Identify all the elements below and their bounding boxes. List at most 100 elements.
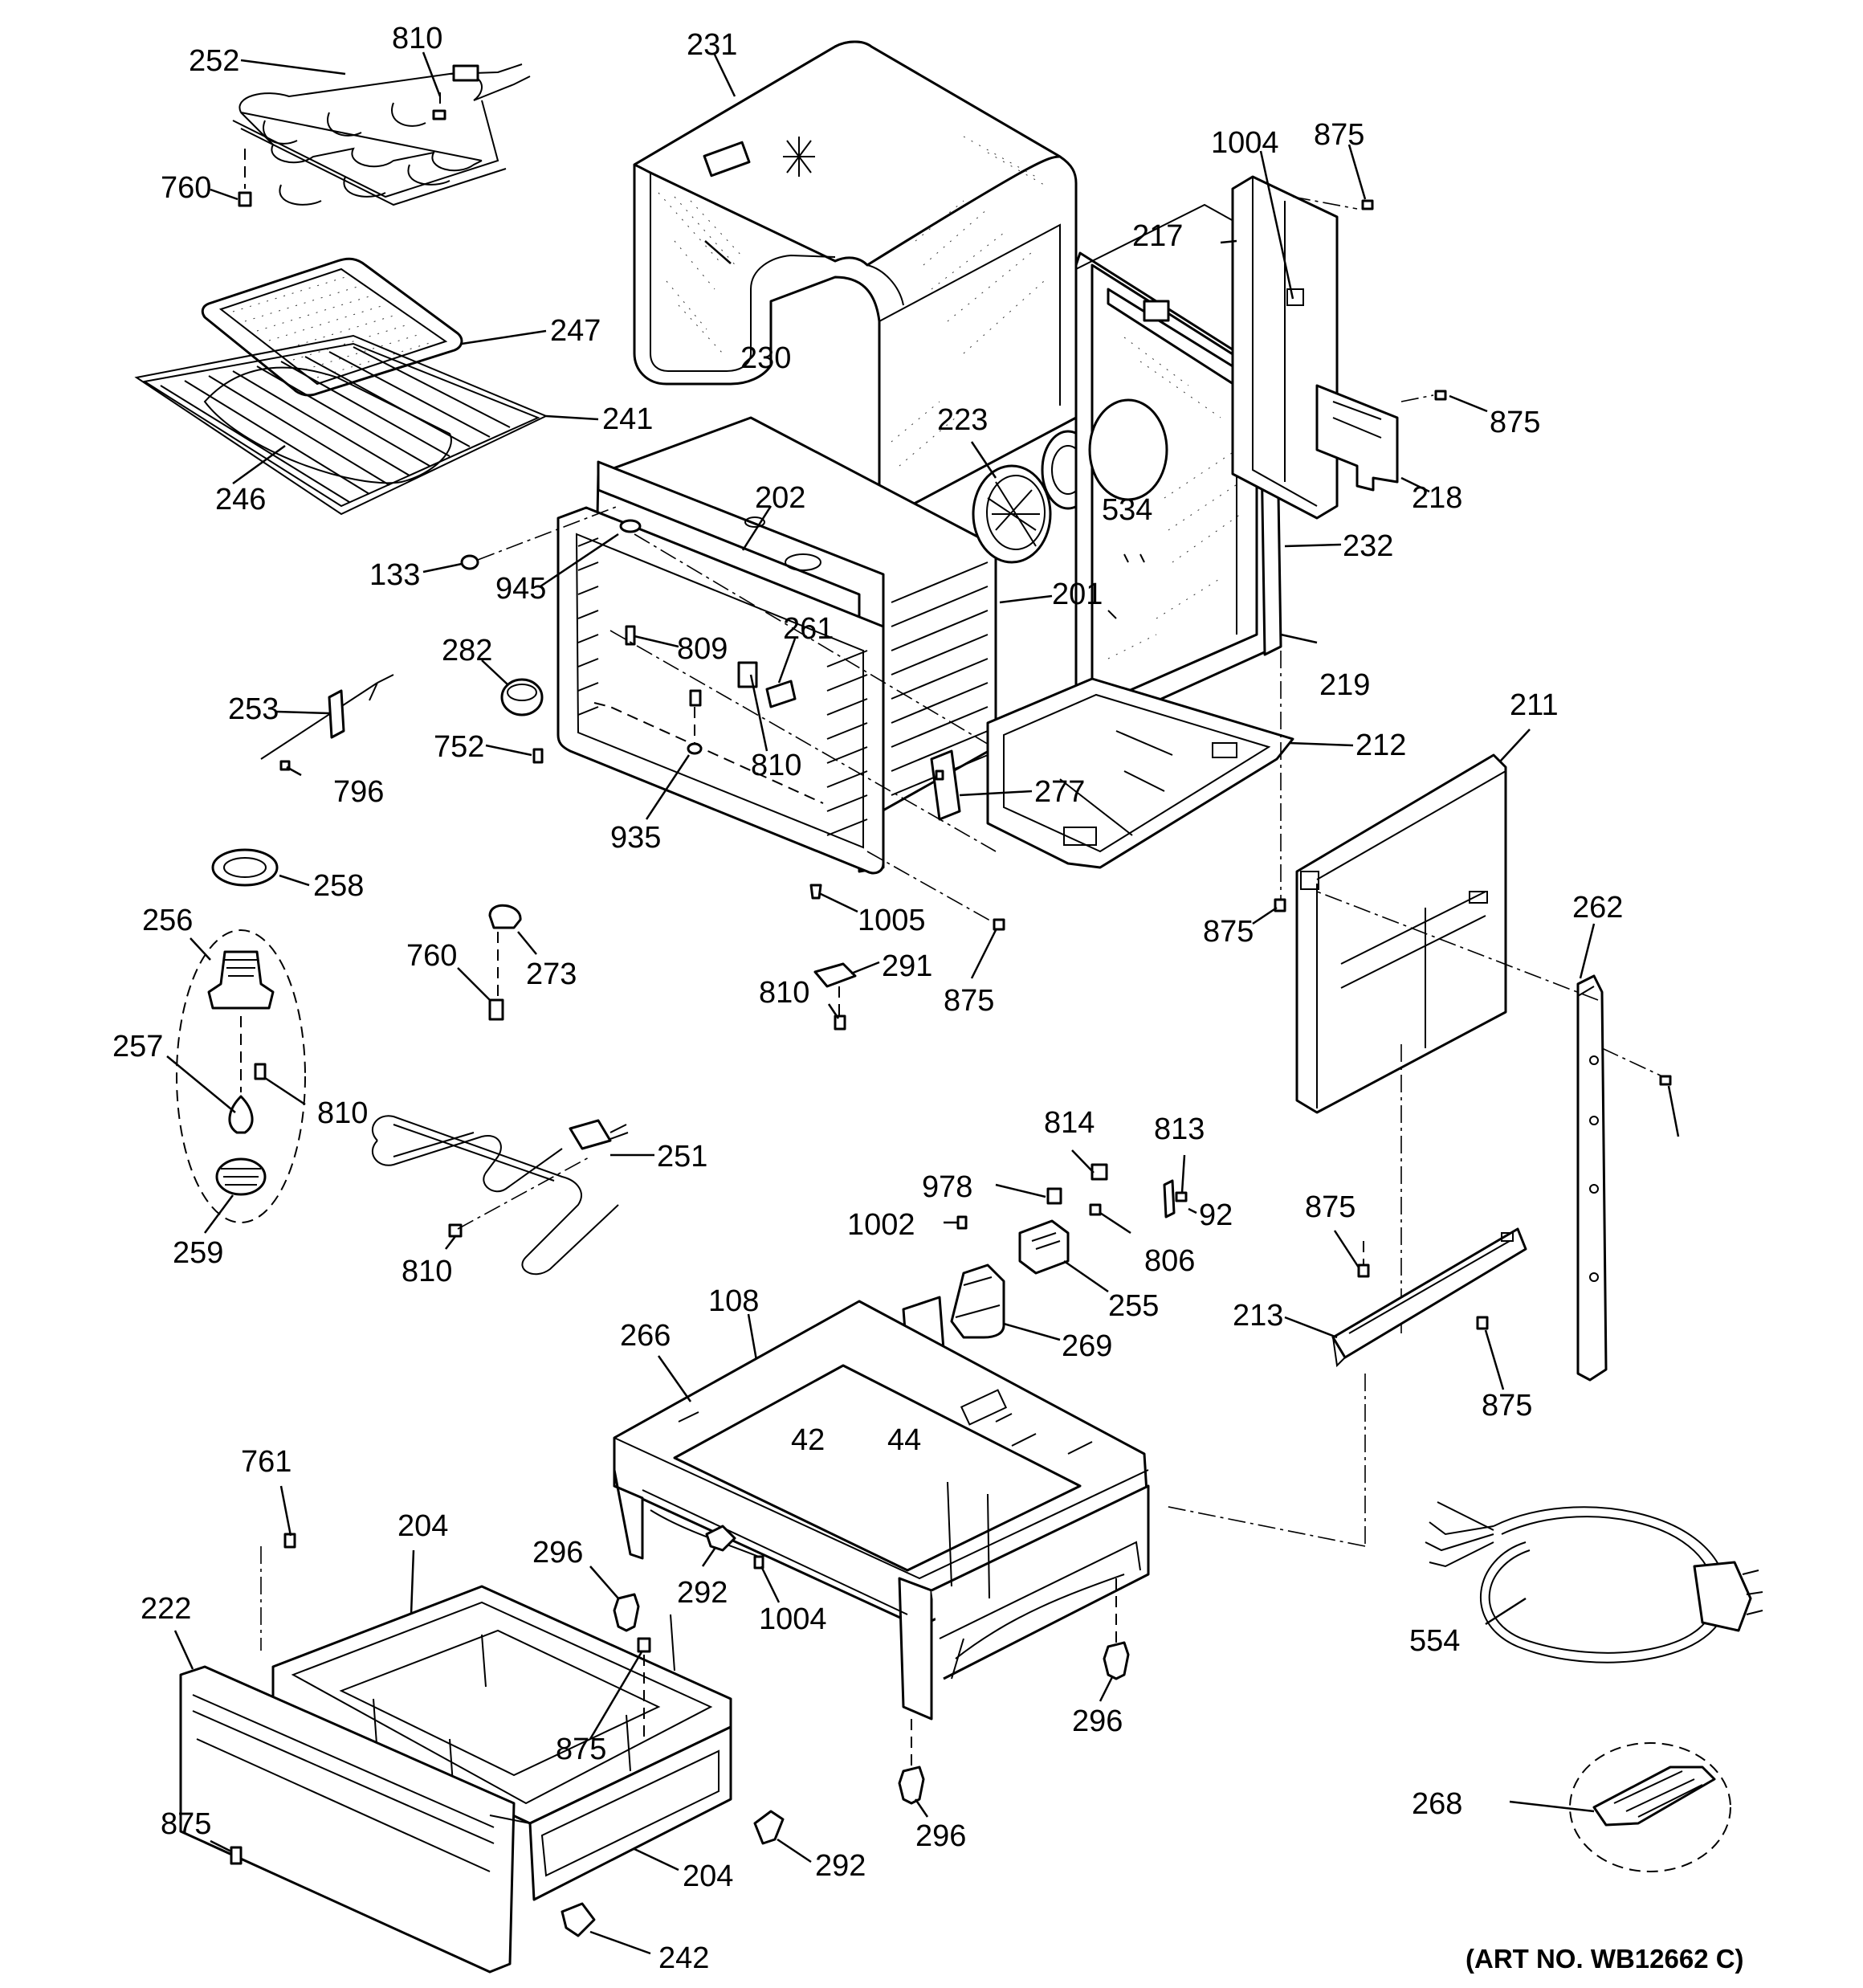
- callout: 875: [1490, 406, 1540, 439]
- callout: 806: [1144, 1244, 1195, 1278]
- callout: 810: [402, 1255, 452, 1288]
- callout: 875: [161, 1807, 211, 1841]
- callout: 534: [1102, 493, 1152, 527]
- callout: 796: [333, 775, 384, 809]
- knob-282: [481, 659, 544, 764]
- callout: 296: [915, 1819, 966, 1853]
- callout: 1004: [759, 1602, 827, 1636]
- callout: 292: [677, 1576, 728, 1610]
- callout: 813: [1154, 1112, 1205, 1146]
- rear-bracket: [1220, 144, 1488, 520]
- callout: 935: [610, 821, 661, 855]
- callout: 258: [313, 869, 364, 903]
- callout: 257: [112, 1030, 163, 1063]
- callout: 1002: [847, 1208, 915, 1242]
- callout: 259: [173, 1236, 223, 1270]
- callout: 752: [434, 730, 484, 764]
- oven-rack: [134, 334, 599, 516]
- callout: 44: [887, 1423, 921, 1457]
- callout-labels: 252 810 760 231 1004 875 217 247 241 246…: [112, 22, 1623, 1975]
- callout: 42: [791, 1423, 825, 1457]
- callout: 875: [1314, 118, 1364, 152]
- switch-components: [944, 1149, 1197, 1341]
- callout: 211: [1510, 688, 1559, 722]
- callout: 246: [215, 483, 266, 516]
- glides-292-1004: [701, 1525, 781, 1603]
- callout: 1004: [1211, 126, 1279, 160]
- callout: 204: [397, 1509, 448, 1543]
- fasteners-945-809: [540, 519, 1021, 852]
- screw-760-top: [210, 149, 252, 207]
- callout: 292: [815, 1849, 866, 1883]
- callout: 978: [922, 1170, 972, 1204]
- callout: 242: [658, 1941, 709, 1975]
- callout: 1005: [858, 904, 926, 937]
- callout: 277: [1034, 775, 1085, 809]
- callout: 875: [556, 1733, 606, 1766]
- nut-133: [422, 505, 619, 574]
- leveling-legs: [589, 1565, 1130, 1818]
- callout: 261: [783, 612, 834, 646]
- sensor-253: [260, 674, 394, 777]
- callout: 232: [1343, 529, 1393, 563]
- art-number: (ART NO. WB12662 C): [1466, 1944, 1744, 1974]
- callout: 810: [751, 749, 801, 782]
- callout: 761: [241, 1445, 291, 1479]
- callout: 204: [683, 1859, 733, 1893]
- bracket-213: [1164, 1227, 1527, 1547]
- terminal-block-268: [1509, 1742, 1731, 1872]
- callout: 760: [406, 939, 457, 973]
- callout: 296: [532, 1536, 583, 1570]
- storage-drawer: [173, 1485, 812, 1974]
- callout: 133: [369, 558, 420, 592]
- callout: 255: [1108, 1289, 1159, 1323]
- broil-element: [232, 59, 531, 206]
- callout: 282: [442, 634, 492, 667]
- support-strip-262: [1316, 891, 1680, 1382]
- rear-panel-211: [1295, 729, 1531, 1333]
- callout: 218: [1412, 481, 1462, 515]
- washer-935: [645, 689, 703, 820]
- bracket-273: [457, 904, 537, 1021]
- callout: 108: [708, 1284, 759, 1318]
- callout: 241: [602, 402, 653, 436]
- base-frame-266: [613, 1300, 1150, 1721]
- callout: 875: [1203, 915, 1254, 949]
- screw-875-center: [1252, 651, 1286, 925]
- callout: 217: [1132, 219, 1183, 253]
- screw-810-top: [422, 51, 446, 120]
- callout: 222: [141, 1592, 191, 1626]
- callout: 223: [937, 403, 988, 437]
- callout: 247: [550, 314, 601, 348]
- oven-liner: [556, 416, 1053, 875]
- callout: 251: [657, 1140, 707, 1174]
- callout: 810: [759, 976, 809, 1010]
- outer-wrapper: [633, 40, 1078, 524]
- callout: 231: [687, 28, 737, 62]
- oven-bottom: [986, 677, 1354, 869]
- callout: 213: [1233, 1299, 1283, 1333]
- callout: 809: [677, 632, 728, 666]
- callout: 875: [1305, 1190, 1355, 1224]
- bracket-277: [930, 749, 1033, 821]
- callout: 219: [1319, 668, 1370, 702]
- power-cord-554: [1425, 1501, 1763, 1663]
- callout: 212: [1355, 729, 1406, 762]
- callout: 760: [161, 171, 211, 205]
- callout: 252: [189, 44, 239, 78]
- callout: 92: [1199, 1198, 1233, 1232]
- callout: 269: [1062, 1329, 1112, 1363]
- callout: 296: [1072, 1704, 1123, 1738]
- callout: 554: [1409, 1624, 1460, 1658]
- broiler-pan: [201, 257, 547, 397]
- lamp-socket-261: [737, 638, 797, 752]
- callout: 202: [755, 481, 805, 515]
- callout: 268: [1412, 1787, 1462, 1821]
- callout: 262: [1572, 891, 1623, 925]
- callout: 291: [882, 949, 932, 983]
- gasket-258: [211, 848, 310, 887]
- fasteners-1005-291: [809, 851, 1005, 1031]
- callout: 253: [228, 692, 279, 726]
- callout: 201: [1052, 578, 1103, 611]
